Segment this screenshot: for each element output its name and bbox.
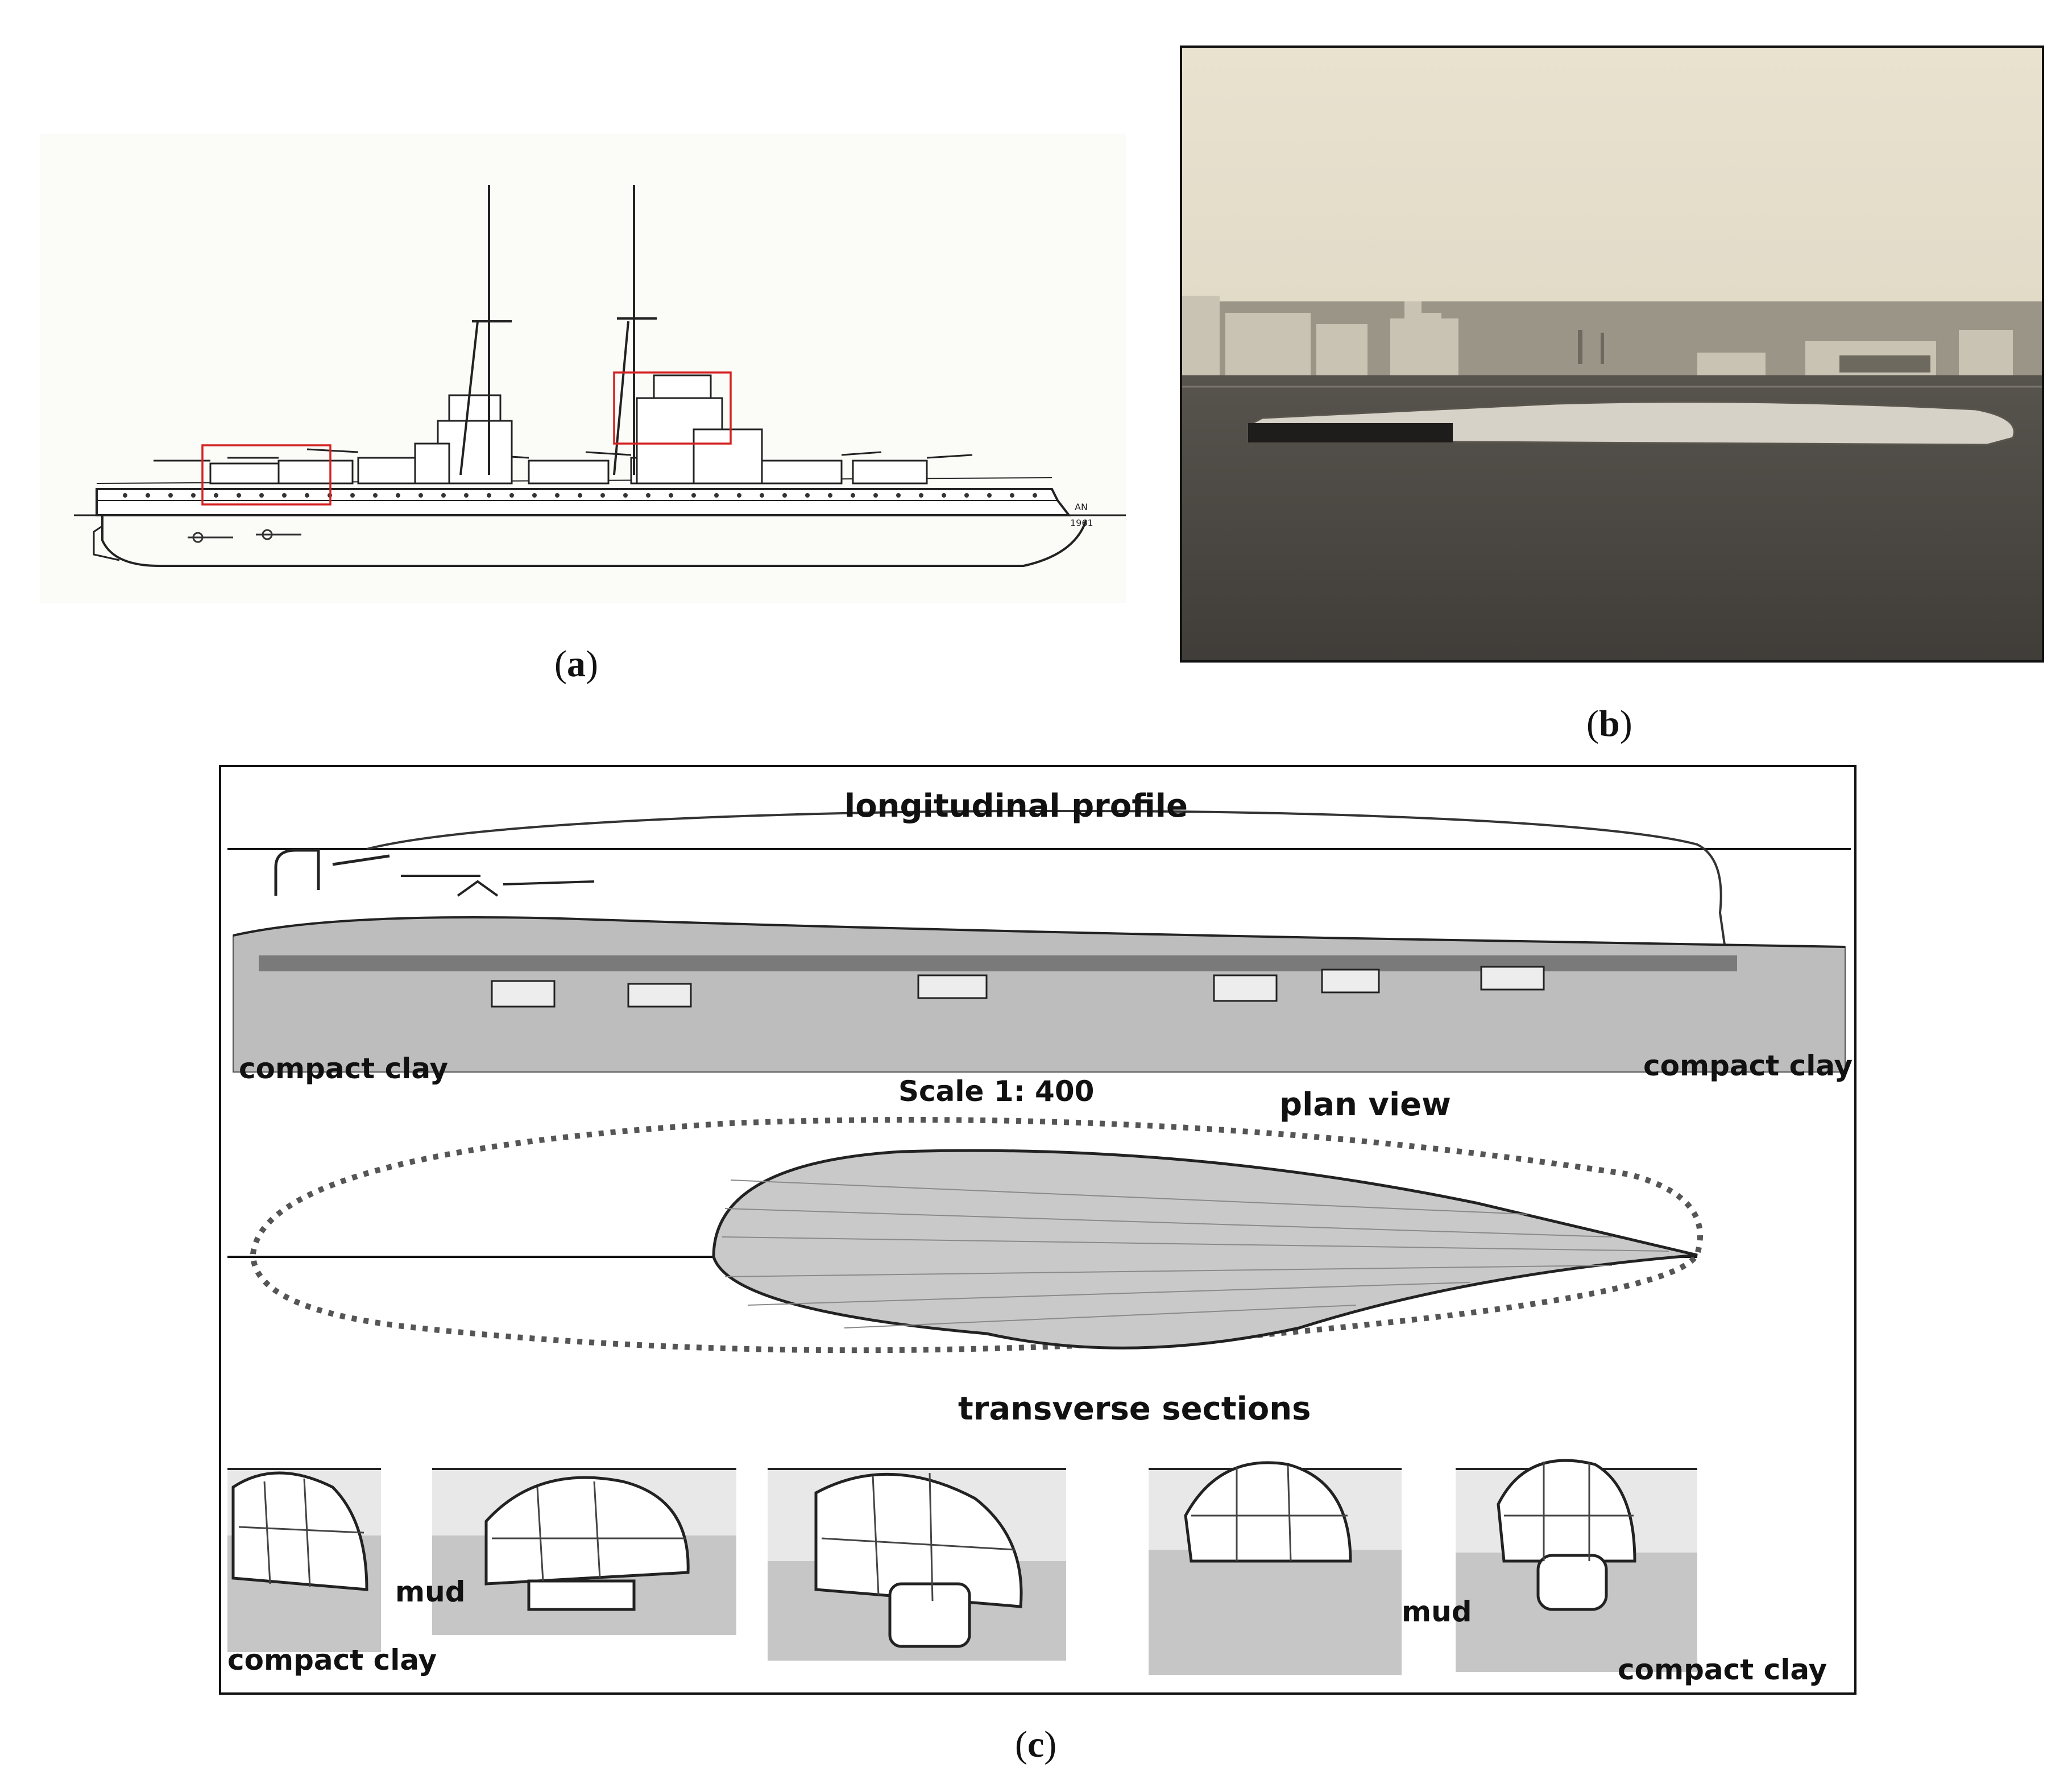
compact-clay-label-profile-left: compact clay	[239, 1052, 449, 1085]
panel-b-photograph	[1180, 45, 2044, 663]
original-ship-outline	[366, 809, 1727, 953]
battleship-profile-drawing: AN 1961	[40, 134, 1126, 603]
harbour-photo	[1180, 45, 2044, 663]
caption-a: (a)	[554, 643, 598, 685]
wreck-survey-drawing	[219, 765, 1856, 1695]
scale-label: Scale 1: 400	[898, 1075, 1095, 1108]
compact-clay-label-sections-left: compact clay	[227, 1644, 437, 1677]
panel-a-ship-drawing: AN 1961	[40, 134, 1126, 603]
original-hull-footprint	[250, 1117, 1703, 1354]
compact-clay-label-profile-right: compact clay	[1643, 1049, 1853, 1082]
salvage-vessel	[1248, 423, 1453, 442]
caption-b: (b)	[1586, 703, 1632, 744]
mud-label-right: mud	[1402, 1595, 1472, 1628]
compact-clay-label-sections-right: compact clay	[1618, 1653, 1827, 1686]
caption-c: (c)	[1015, 1724, 1057, 1765]
panel-c-wreck-survey: longitudinal profile compact clay compac…	[219, 765, 1856, 1695]
transverse-sections	[227, 1459, 1697, 1675]
plan-view-label: plan view	[1279, 1086, 1451, 1123]
drawing-year: 1961	[1070, 518, 1093, 528]
mud-label-left: mud	[395, 1575, 466, 1608]
transverse-sections-label: transverse sections	[958, 1390, 1311, 1427]
drawing-mark: AN	[1075, 502, 1088, 512]
longitudinal-profile-label: longitudinal profile	[844, 788, 1188, 825]
